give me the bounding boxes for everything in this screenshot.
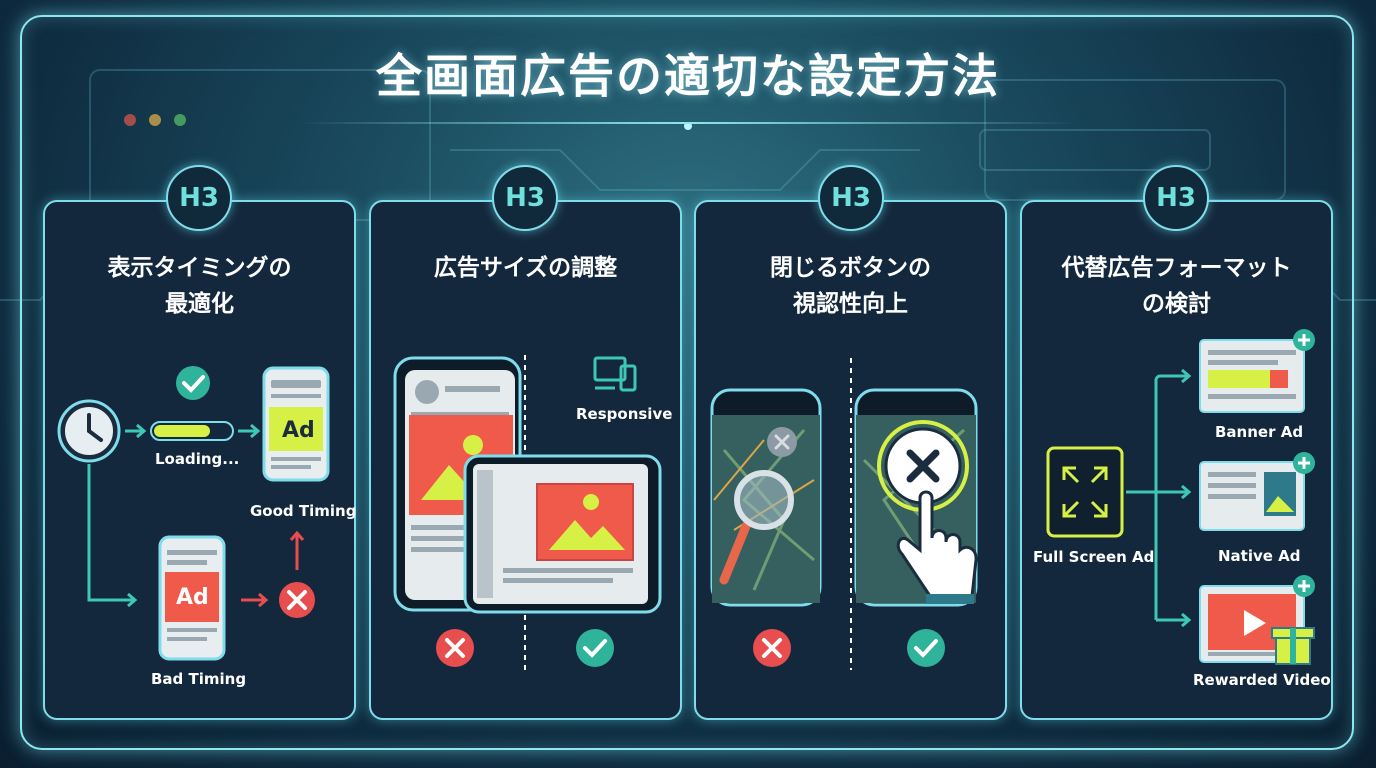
responsive-label: Responsive (576, 405, 673, 423)
close-button-diagram (710, 358, 978, 670)
cross-icon (436, 629, 474, 667)
page-title: 全画面広告の適切な設定方法 (376, 49, 1000, 103)
cross-icon (279, 582, 315, 618)
h3-badge: H3 (1143, 165, 1209, 231)
panel-title-alternative-formats: 代替広告フォーマット の検討 (1061, 255, 1292, 317)
check-icon (176, 366, 210, 400)
panel-title-close-button: 閉じるボタンの 視認性向上 (770, 255, 931, 317)
h3-badge: H3 (166, 165, 232, 231)
loading-label: Loading... (155, 450, 240, 468)
banner-ad-label: Banner Ad (1215, 423, 1304, 441)
close-icon (877, 420, 969, 512)
formats-diagram (1046, 329, 1315, 665)
timing-diagram (57, 366, 330, 661)
close-icon (767, 427, 797, 457)
hand-pointer-icon (896, 490, 978, 604)
magnifier-icon (719, 470, 794, 585)
native-ad-label: Native Ad (1218, 547, 1301, 565)
full-screen-ad-label: Full Screen Ad (1033, 548, 1155, 566)
plus-icon (1293, 452, 1315, 474)
ad-label: Ad (176, 585, 209, 610)
phone-icon (262, 366, 330, 482)
outer-frame (20, 15, 1354, 750)
image-icon (536, 483, 634, 561)
h3-badge: H3 (818, 165, 884, 231)
plus-icon (1293, 329, 1315, 351)
size-diagram (393, 355, 662, 670)
cross-icon (753, 629, 791, 667)
h3-badge: H3 (492, 165, 558, 231)
phone-icon (158, 535, 226, 661)
panel-title-timing: 表示タイミングの 最適化 (107, 255, 292, 317)
title-underline (300, 122, 1076, 124)
check-icon (907, 629, 945, 667)
gift-icon (1271, 627, 1315, 665)
panel-title-size: 広告サイズの調整 (433, 255, 618, 281)
check-icon (576, 629, 614, 667)
bad-timing-label: Bad Timing (151, 670, 247, 688)
responsive-devices-icon (593, 356, 637, 392)
clock-icon (57, 399, 121, 463)
good-timing-label: Good Timing (250, 502, 357, 520)
rewarded-video-label: Rewarded Video (1193, 671, 1331, 689)
plus-icon (1293, 575, 1315, 597)
expand-icon (1046, 446, 1124, 538)
loading-bar (150, 421, 234, 441)
ad-label: Ad (282, 418, 315, 443)
